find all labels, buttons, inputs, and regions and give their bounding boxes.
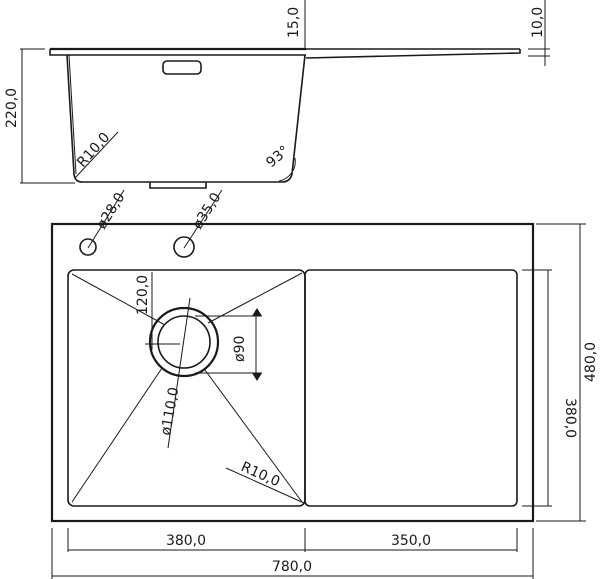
slope-line-tl [71,273,166,326]
dim-side-radius: R10,0 [74,130,113,171]
leader-radius-top [225,467,305,504]
overflow-slot [162,60,202,75]
dim-drain-offset: 120,0 [135,275,151,315]
tap-hole-small [79,238,97,256]
drain-outer [148,306,220,378]
dim-top-radius: R10,0 [238,459,282,490]
sink-outline [50,222,535,523]
dim-drainboard-thickness: 10,0 [530,7,546,38]
drain-stub [149,182,207,189]
arrow-90-top [252,308,262,316]
bottom-dimensions: 380,0 350,0 780,0 [51,528,534,579]
top-view: ø90 120,0 ø110,0 R10,0 380,0 480,0 [50,222,599,523]
dim-drainboard-width: 350,0 [391,533,431,549]
dim-bowl-length: 380,0 [562,398,578,438]
leader-drain-outer [167,297,191,449]
arrow-90-bottom [252,373,262,381]
dim-overall-length: 780,0 [272,559,312,575]
drainboard-top-view [304,269,518,507]
dim-bowl-depth: 220,0 [4,88,20,128]
leader-hole-small [87,189,125,249]
dim-overall-width: 480,0 [583,342,599,382]
dim-wall-angle: 93° [263,143,292,171]
dim-drain-outer: ø110,0 [158,386,182,437]
slope-line-bl [71,367,163,503]
rim-flange [49,49,306,56]
angle-arc [278,157,296,182]
dim-bowl-width: 380,0 [166,533,206,549]
drainboard-bottom [305,49,521,59]
dim-drain-inner: ø90 [232,336,248,362]
slope-line-tr [207,272,303,324]
dim-flange-thickness: 15,0 [286,7,302,38]
dim-hole-small: ø28,0 [94,190,129,232]
tap-hole-large [173,236,195,258]
bowl-wall-inner [68,54,77,175]
bowl-outline [66,54,306,183]
drain-inner [157,315,211,369]
slope-line-br [204,369,303,503]
dim-hole-large: ø35,0 [190,190,225,232]
side-view: 15,0 10,0 220,0 R10,0 93° ø28,0 ø35,0 [4,0,550,249]
leader-radius-side [74,131,119,179]
